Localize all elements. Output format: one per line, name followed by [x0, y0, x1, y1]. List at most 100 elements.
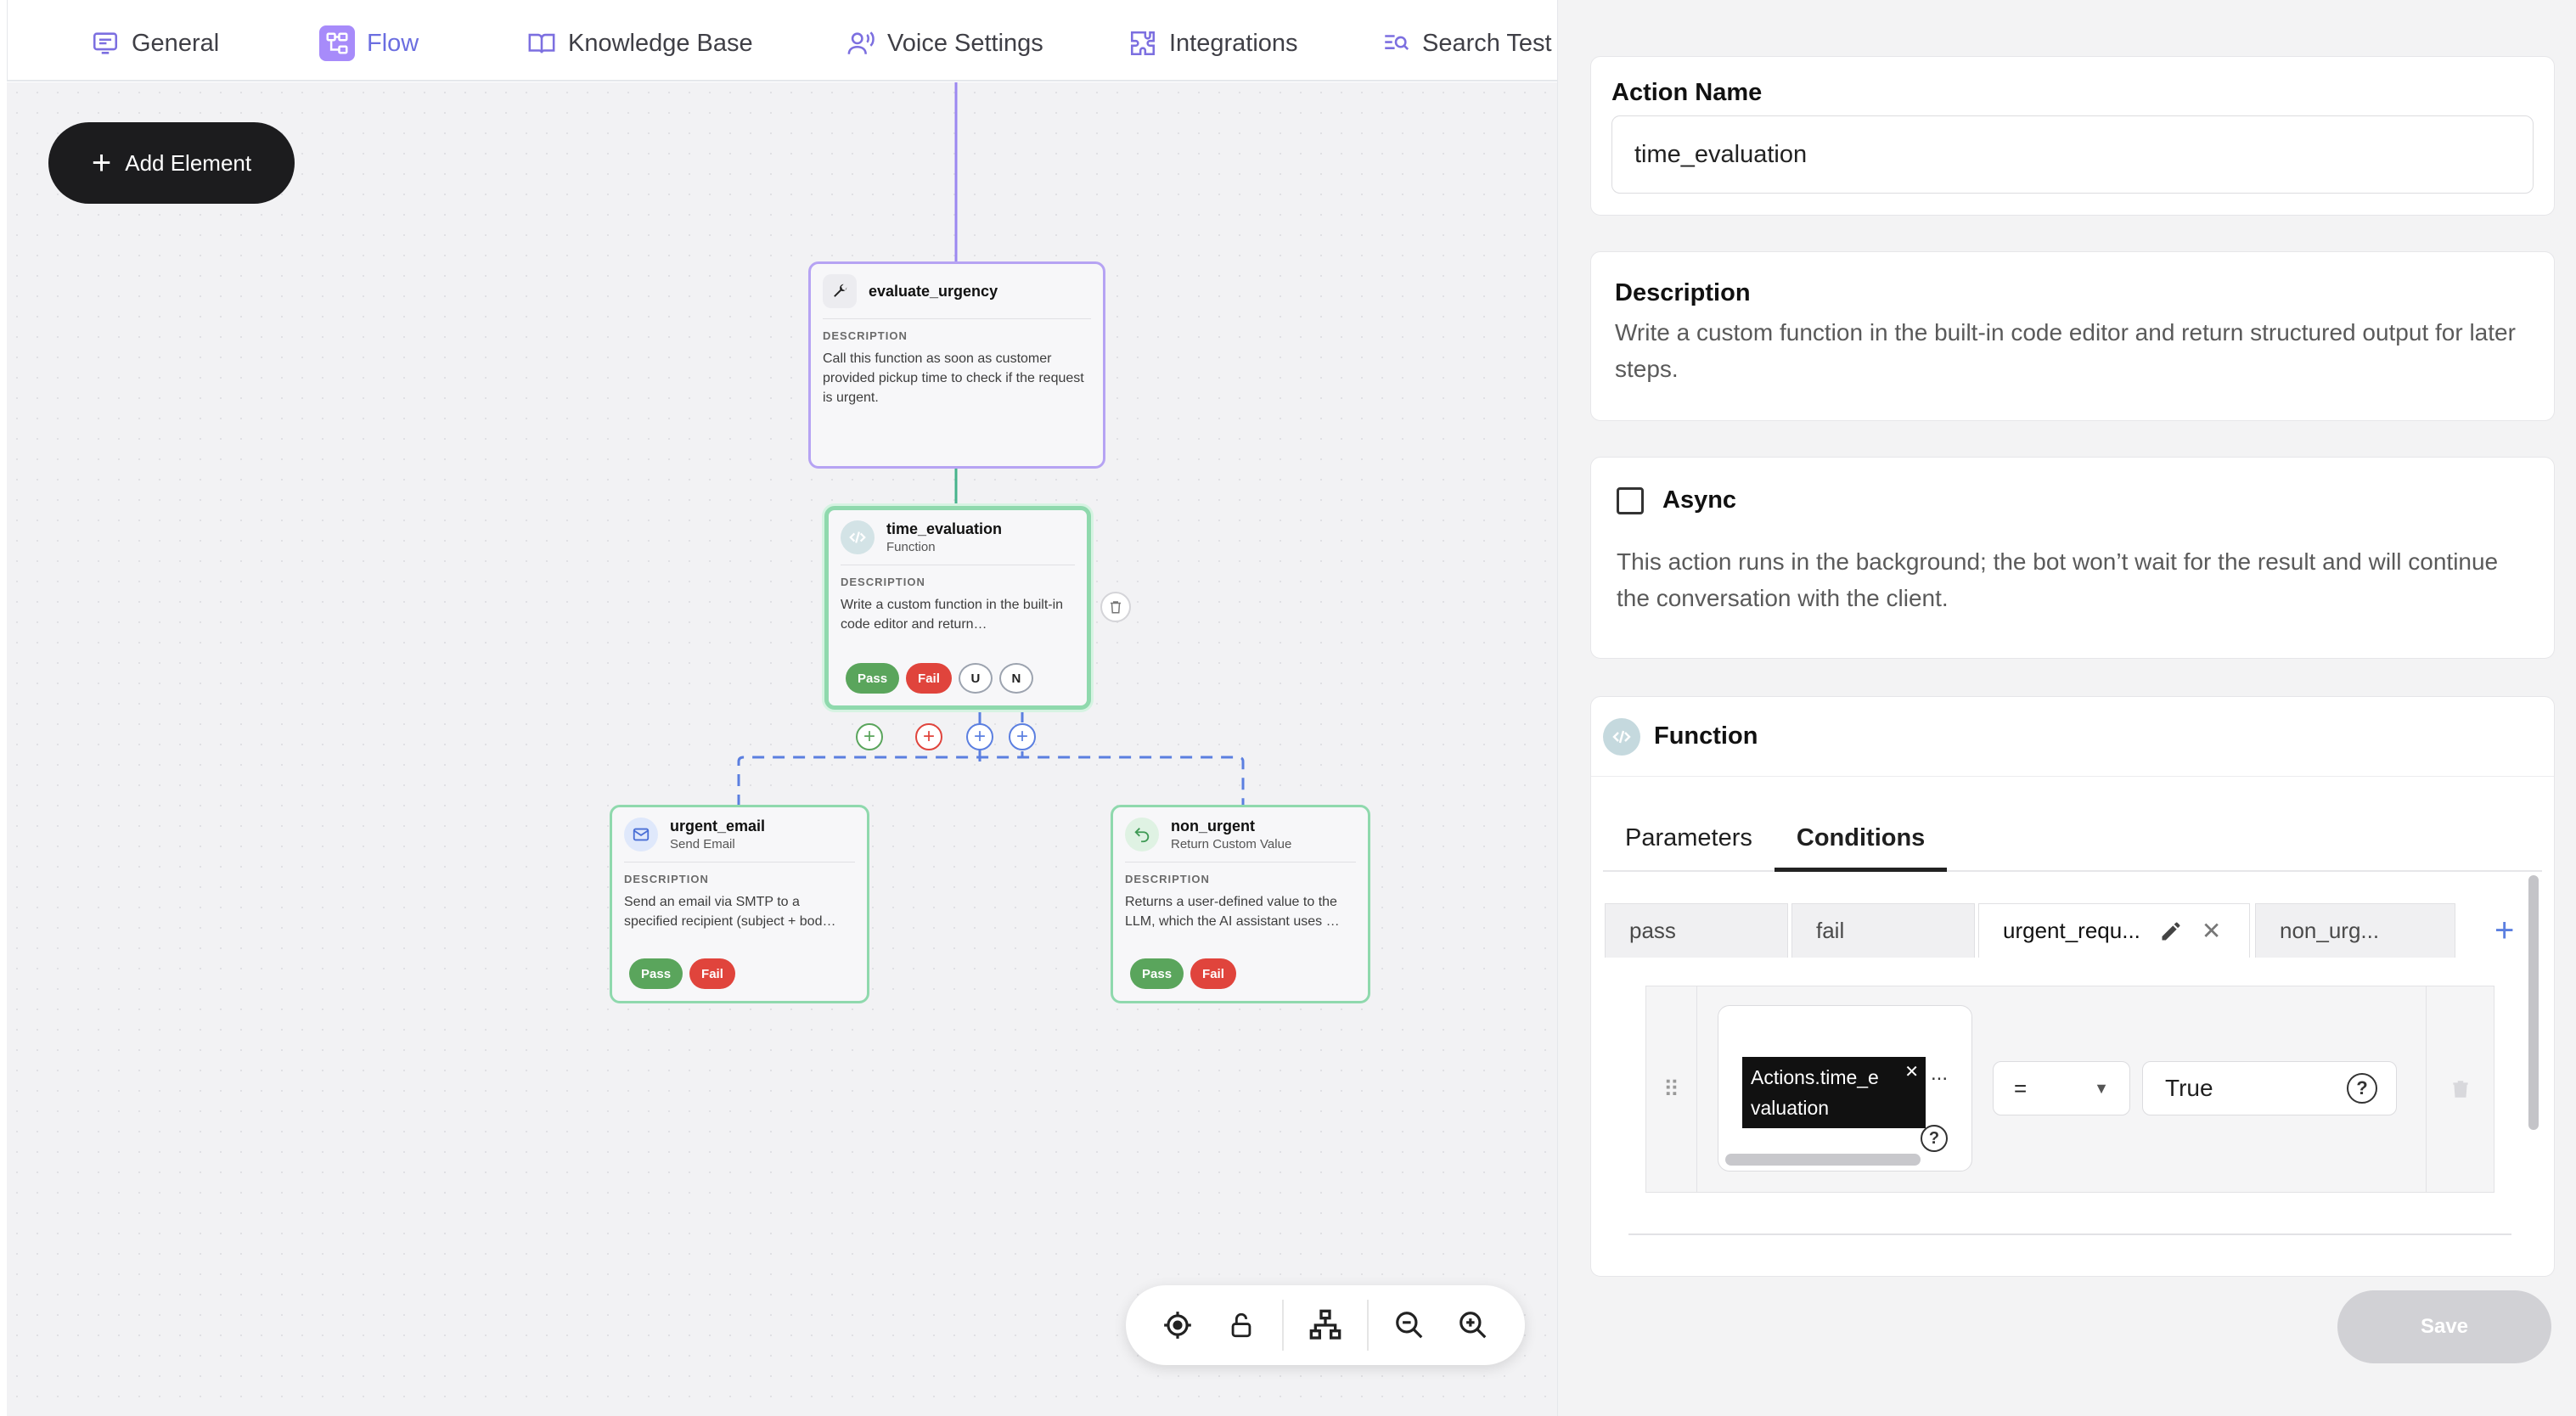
tab-integrations[interactable]: Integrations: [1128, 22, 1298, 65]
node-desc: Returns a user-defined value to the LLM,…: [1125, 895, 1340, 929]
node-title: urgent_email: [670, 818, 766, 834]
fail-pill[interactable]: Fail: [906, 663, 952, 694]
delete-condition-button[interactable]: [2426, 986, 2494, 1192]
node-desc-label: DESCRIPTION: [1125, 873, 1210, 885]
node-title: evaluate_urgency: [869, 282, 998, 300]
section-divider: [1628, 1233, 2511, 1235]
chevron-down-icon: ▼: [2094, 1079, 2109, 1097]
zoom-out-button[interactable]: [1387, 1303, 1431, 1347]
book-icon: [528, 33, 555, 53]
node-non-urgent[interactable]: non_urgent Return Custom Value DESCRIPTI…: [1111, 805, 1370, 1003]
pass-pill[interactable]: Pass: [1130, 958, 1184, 989]
node-title: time_evaluation: [886, 520, 1003, 537]
tab-parameters[interactable]: Parameters: [1625, 824, 1752, 851]
action-name-card: Action Name time_evaluation: [1590, 56, 2555, 216]
action-name-input[interactable]: time_evaluation: [1611, 115, 2534, 194]
auto-layout-button[interactable]: [1303, 1303, 1347, 1347]
action-name-value: time_evaluation: [1634, 140, 1808, 168]
add-pass-branch-button[interactable]: +: [856, 723, 883, 750]
action-name-label: Action Name: [1611, 79, 1763, 106]
node-urgent-email[interactable]: urgent_email Send Email DESCRIPTION Send…: [610, 805, 869, 1003]
voice-user-icon: [847, 31, 875, 54]
mail-icon: [624, 818, 658, 851]
search-list-icon: [1385, 35, 1409, 50]
tab-voice-settings[interactable]: Voice Settings: [846, 22, 1043, 65]
zoom-out-icon: [1396, 1312, 1423, 1339]
async-label: Async: [1662, 486, 1737, 514]
condition-row: ⠿ Actions.time_e valuation ✕ ... ? = ▼ T…: [1645, 986, 2494, 1193]
fail-pill[interactable]: Fail: [1190, 958, 1236, 989]
help-icon[interactable]: ?: [2347, 1073, 2377, 1104]
operator-select[interactable]: = ▼: [1993, 1061, 2130, 1115]
pencil-icon[interactable]: [2159, 919, 2183, 943]
async-description: This action runs in the background; the …: [1617, 548, 2499, 611]
chip-close-icon[interactable]: ✕: [1904, 1063, 1919, 1082]
async-checkbox[interactable]: [1617, 486, 1644, 514]
close-icon[interactable]: ✕: [2201, 918, 2222, 944]
add-urgent-branch-button[interactable]: +: [966, 723, 993, 750]
condition-tab-fail[interactable]: fail: [1791, 903, 1975, 958]
condition-value: True: [2165, 1075, 2213, 1101]
zoom-in-icon: [1459, 1312, 1487, 1339]
zoom-in-button[interactable]: [1451, 1303, 1495, 1347]
plus-icon: +: [1015, 725, 1028, 748]
add-element-button[interactable]: + Add Element: [48, 122, 295, 204]
tab-voice-settings-label: Voice Settings: [887, 29, 1043, 57]
help-icon[interactable]: ?: [1921, 1125, 1948, 1152]
variable-field[interactable]: Actions.time_e valuation ✕ ... ?: [1718, 1005, 1972, 1172]
tab-knowledge-base[interactable]: Knowledge Base: [527, 22, 753, 65]
condition-tab-non-urgent[interactable]: non_urg...: [2255, 903, 2455, 958]
node-desc-label: DESCRIPTION: [624, 873, 709, 885]
add-fail-branch-button[interactable]: +: [915, 723, 942, 750]
node-desc: Write a custom function in the built-in …: [841, 598, 1064, 632]
tab-general-label: General: [132, 29, 220, 57]
vertical-scrollbar[interactable]: [2528, 875, 2539, 1130]
center-view-button[interactable]: [1156, 1303, 1200, 1347]
node-divider: [624, 862, 855, 863]
condition-tab-pass[interactable]: pass: [1605, 903, 1788, 958]
node-desc-label: DESCRIPTION: [823, 329, 908, 342]
pass-pill[interactable]: Pass: [629, 958, 683, 989]
tab-search-test-label: Search Test: [1422, 29, 1552, 57]
operator-value: =: [2014, 1075, 2028, 1101]
pass-pill[interactable]: Pass: [846, 663, 900, 694]
plus-icon: +: [973, 725, 986, 748]
non-urgent-pill[interactable]: N: [998, 663, 1033, 694]
node-evaluate-urgency[interactable]: evaluate_urgency DESCRIPTION Call this f…: [808, 261, 1105, 469]
description-card: Description Write a custom function in t…: [1590, 251, 2555, 421]
puzzle-icon: [1130, 31, 1156, 56]
condition-value-input[interactable]: True ?: [2142, 1061, 2397, 1115]
drag-handle-icon[interactable]: ⠿: [1646, 986, 1697, 1192]
condition-tab-urgent[interactable]: urgent_requ... ✕: [1978, 903, 2250, 958]
toolbar-divider: [1282, 1300, 1285, 1351]
condition-tab-label: urgent_requ...: [2003, 918, 2140, 943]
node-desc: Send an email via SMTP to a specified re…: [624, 895, 836, 929]
hierarchy-icon: [1309, 1309, 1341, 1340]
variable-overflow: ...: [1931, 1062, 1949, 1085]
variable-chip-line2: valuation: [1751, 1097, 1830, 1119]
delete-node-button[interactable]: [1100, 592, 1131, 622]
variable-chip-line1: Actions.time_e: [1751, 1066, 1879, 1088]
tab-conditions[interactable]: Conditions: [1774, 807, 1948, 872]
save-button[interactable]: Save: [2337, 1290, 2551, 1363]
variable-chip[interactable]: Actions.time_e valuation ✕: [1742, 1057, 1926, 1128]
fail-pill[interactable]: Fail: [689, 958, 735, 989]
flow-canvas[interactable]: + Add Element evaluate_urgency DESCRIPTI…: [7, 82, 1557, 1416]
urgent-pill[interactable]: U: [958, 663, 993, 694]
node-subtitle: Function: [886, 540, 936, 554]
async-card: Async This action runs in the background…: [1590, 457, 2555, 659]
horizontal-scrollbar[interactable]: [1725, 1154, 1921, 1166]
add-non-urgent-branch-button[interactable]: +: [1009, 723, 1036, 750]
trash-icon: [1111, 601, 1121, 614]
plus-icon: +: [863, 725, 875, 748]
node-title: non_urgent: [1171, 818, 1255, 834]
canvas-toolbar: [1126, 1285, 1525, 1365]
function-subtabs: Parameters Conditions: [1603, 807, 2542, 872]
node-divider: [823, 318, 1091, 319]
add-condition-tab-button[interactable]: +: [2494, 912, 2515, 949]
node-time-evaluation[interactable]: time_evaluation Function DESCRIPTION Wri…: [824, 506, 1091, 710]
tab-flow[interactable]: Flow: [319, 22, 419, 65]
tab-general[interactable]: General: [91, 22, 219, 65]
tab-search-test[interactable]: Search Test: [1381, 22, 1552, 65]
lock-button[interactable]: [1219, 1303, 1263, 1347]
